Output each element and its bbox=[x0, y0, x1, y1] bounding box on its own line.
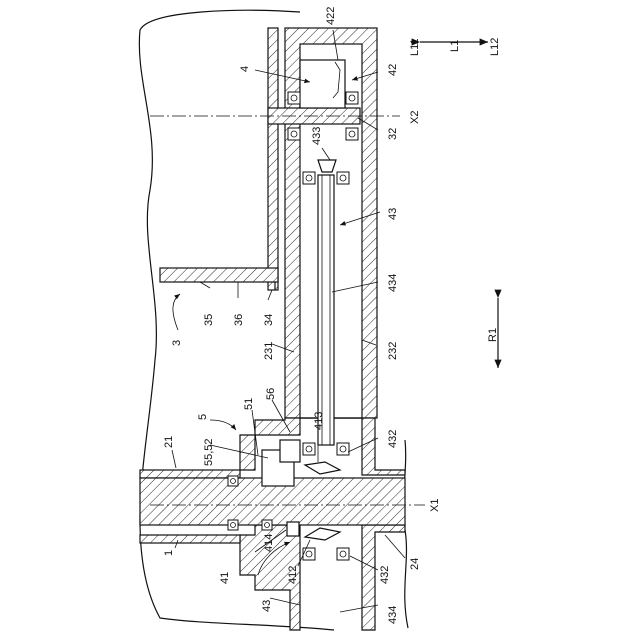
bevel-gear-412 bbox=[305, 528, 340, 540]
label-36: 36 bbox=[233, 314, 245, 326]
label-3: 3 bbox=[171, 340, 183, 346]
label-413: 413 bbox=[313, 412, 325, 430]
label-55-52: 55,52 bbox=[203, 438, 215, 466]
label-24: 24 bbox=[409, 558, 421, 570]
right-break-line bbox=[403, 440, 408, 628]
label-R1: R1 bbox=[487, 328, 499, 342]
label-41: 41 bbox=[219, 572, 231, 584]
label-422: 422 bbox=[325, 7, 337, 25]
label-L1: L1 bbox=[449, 40, 461, 52]
bevel-gear-413 bbox=[305, 462, 340, 474]
label-1: 1 bbox=[163, 550, 175, 556]
label-412: 412 bbox=[287, 566, 299, 584]
label-434-lower: 434 bbox=[387, 606, 399, 624]
label-43-lower: 43 bbox=[261, 600, 273, 612]
label-433: 433 bbox=[311, 127, 323, 145]
label-5: 5 bbox=[197, 414, 209, 420]
label-21: 21 bbox=[163, 436, 175, 448]
gear-414 bbox=[287, 522, 299, 536]
label-231: 231 bbox=[263, 342, 275, 360]
label-51: 51 bbox=[243, 398, 255, 410]
label-34: 34 bbox=[263, 314, 275, 326]
frame-wall bbox=[268, 28, 278, 290]
label-56: 56 bbox=[265, 388, 277, 400]
label-432-upper: 432 bbox=[387, 430, 399, 448]
belt-434 bbox=[318, 175, 334, 445]
frame-bar bbox=[160, 268, 278, 282]
label-35: 35 bbox=[203, 314, 215, 326]
label-L12: L12 bbox=[489, 38, 501, 56]
rotor-wall-upper bbox=[140, 470, 240, 478]
label-4: 4 bbox=[239, 66, 251, 72]
label-42: 42 bbox=[387, 64, 399, 76]
rotor-wall-lower bbox=[140, 535, 240, 543]
label-L11: L11 bbox=[409, 38, 421, 56]
label-32: 32 bbox=[387, 128, 399, 140]
label-432-lower: 432 bbox=[379, 566, 391, 584]
label-232: 232 bbox=[387, 342, 399, 360]
label-434-upper: 434 bbox=[387, 274, 399, 292]
label-43-upper: 43 bbox=[387, 208, 399, 220]
label-414: 414 bbox=[263, 534, 275, 552]
label-X1: X1 bbox=[429, 499, 441, 512]
label-X2: X2 bbox=[409, 111, 421, 124]
reducer-gear bbox=[280, 440, 300, 462]
